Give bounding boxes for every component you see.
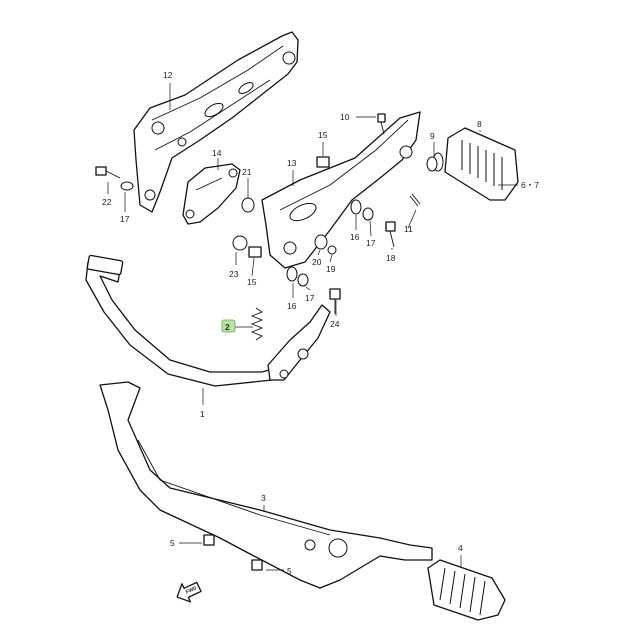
label-11: 11 — [404, 224, 413, 234]
label-19: 19 — [326, 264, 336, 274]
main-frame-bar — [99, 381, 433, 589]
highlight-box — [221, 319, 236, 333]
label-6-7: 6・7 — [521, 180, 539, 190]
label-9: 9 — [430, 131, 435, 141]
footrest-bracket-right — [261, 111, 421, 269]
arrow-icon — [176, 581, 202, 603]
label-17-left: 17 — [120, 214, 130, 224]
label-14: 14 — [212, 148, 222, 158]
brake-pedal — [85, 254, 331, 387]
label-10: 10 — [340, 112, 350, 122]
label-24: 24 — [330, 319, 340, 329]
label-22: 22 — [102, 197, 112, 207]
leader-lines — [107, 83, 518, 571]
label-8: 8 — [477, 119, 482, 129]
label-15-mid: 15 — [247, 277, 257, 287]
footrest-bracket-left — [133, 31, 299, 213]
fwd-label: FWD — [185, 585, 198, 595]
rear-footpeg — [432, 127, 519, 201]
label-3: 3 — [261, 493, 266, 503]
label-17-lower: 17 — [305, 293, 315, 303]
label-21: 21 — [242, 167, 252, 177]
front-footpeg — [427, 559, 506, 621]
label-20: 20 — [312, 257, 322, 267]
label-16-lower: 16 — [287, 301, 297, 311]
part-labels: 12 10 8 15 9 14 13 21 6・7 22 17 11 16 17… — [102, 70, 539, 576]
label-4: 4 — [458, 543, 463, 553]
label-2: 2 — [225, 322, 230, 332]
fasteners — [95, 113, 438, 571]
label-1: 1 — [200, 409, 205, 419]
label-16-right: 16 — [350, 232, 360, 242]
label-17-right: 17 — [366, 238, 376, 248]
return-spring — [250, 307, 264, 341]
fwd-marker: FWD — [176, 581, 202, 603]
small-bracket — [182, 163, 241, 225]
label-23: 23 — [229, 269, 239, 279]
label-13: 13 — [287, 158, 297, 168]
label-18: 18 — [386, 253, 396, 263]
label-5-left: 5 — [170, 538, 175, 548]
label-5-right: 5 — [287, 566, 292, 576]
label-12: 12 — [163, 70, 173, 80]
label-15-top: 15 — [318, 130, 328, 140]
